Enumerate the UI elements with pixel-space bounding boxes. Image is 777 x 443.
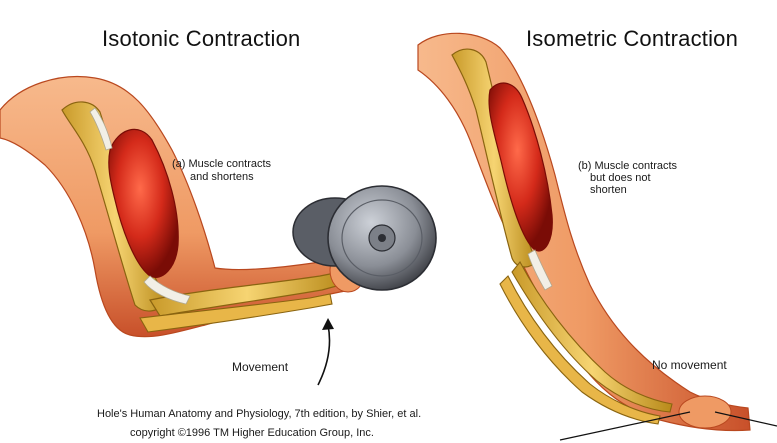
source-credit: Hole's Human Anatomy and Physiology, 7th… — [97, 408, 421, 420]
isometric-arm — [418, 33, 777, 440]
copyright-notice: copyright ©1996 TM Higher Education Grou… — [130, 427, 374, 439]
isotonic-caption-line1: (a) Muscle contracts — [172, 158, 271, 171]
movement-arrow — [318, 318, 334, 385]
no-movement-label: No movement — [652, 359, 727, 372]
movement-arrow-shaft — [318, 325, 330, 385]
movement-label: Movement — [232, 361, 288, 374]
dumbbell-hub-center — [378, 234, 386, 242]
isometric-restraint-line — [560, 412, 690, 440]
isometric-title: Isometric Contraction — [526, 26, 738, 52]
isometric-caption-line3: shorten — [590, 184, 627, 197]
isotonic-title: Isotonic Contraction — [102, 26, 300, 52]
isotonic-caption-line2: and shortens — [190, 171, 254, 184]
movement-arrow-head — [322, 318, 334, 330]
isometric-hand — [679, 396, 731, 428]
